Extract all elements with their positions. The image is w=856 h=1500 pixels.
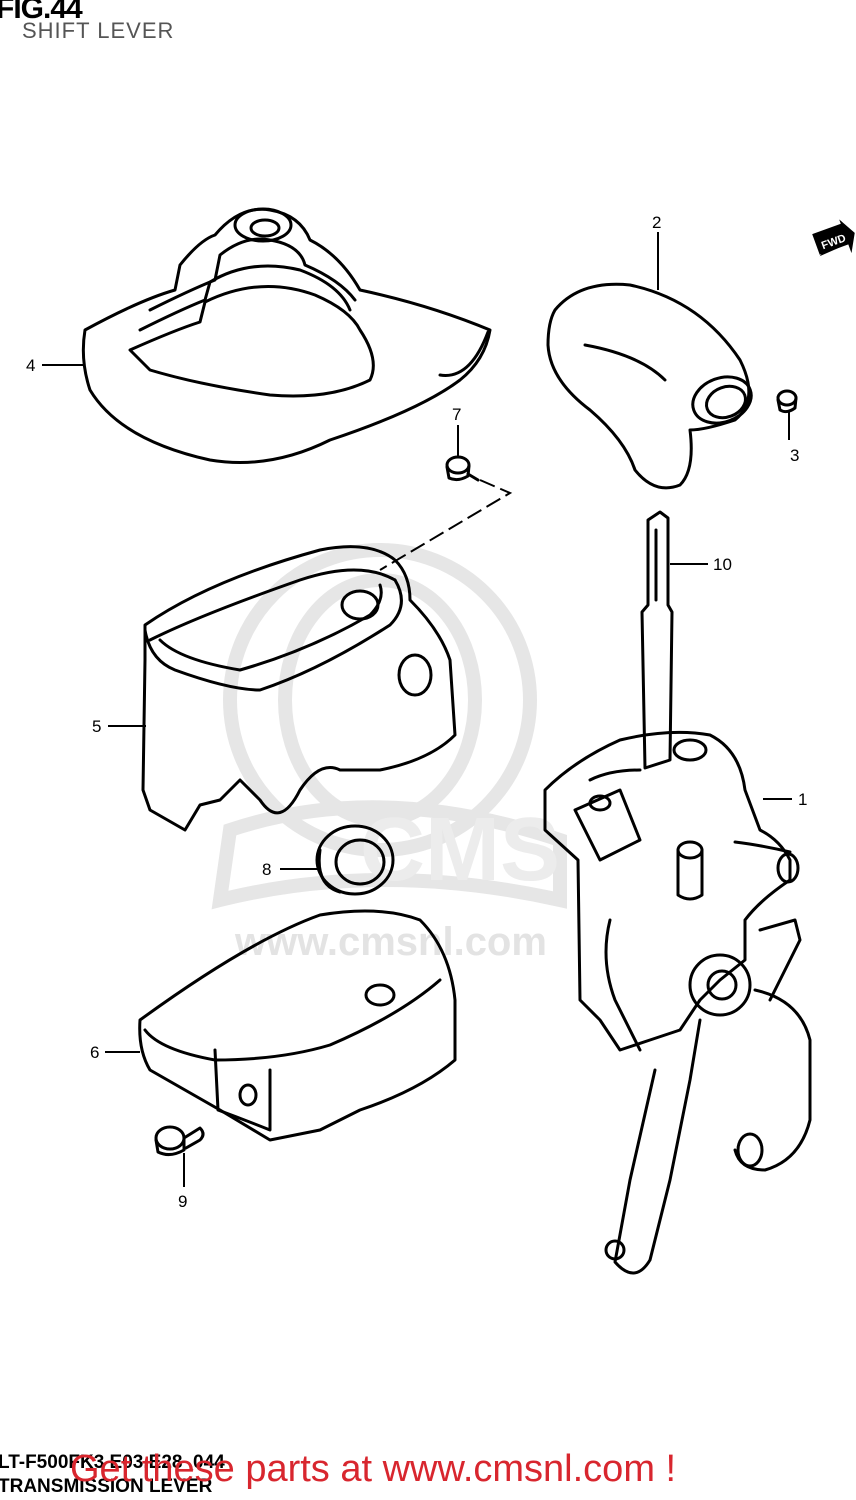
part-9-bolt[interactable] xyxy=(154,1125,205,1157)
part-5-upper-cover[interactable] xyxy=(141,545,457,832)
callout-1: 1 xyxy=(798,790,807,809)
part-2-knob[interactable] xyxy=(546,282,758,490)
assembly-name: TRANSMISSION LEVER xyxy=(0,1476,213,1497)
callouts: 1 2 3 4 5 6 7 8 9 10 xyxy=(26,213,807,1211)
figure-number: FIG.44 xyxy=(0,0,83,25)
part-10-shaft[interactable] xyxy=(640,510,674,770)
part-3-screw[interactable] xyxy=(776,389,798,414)
model-code: LT-F500FK3 E03,E28_044 xyxy=(0,1452,225,1473)
part-7-screw[interactable] xyxy=(445,455,480,482)
part-1-lever-assembly[interactable] xyxy=(543,730,812,1275)
watermark-url: www.cmsnl.com xyxy=(234,920,547,964)
fwd-arrow-icon: FWD xyxy=(812,219,855,257)
part-8-grommet[interactable] xyxy=(315,824,395,896)
callout-2: 2 xyxy=(652,213,661,232)
callout-8: 8 xyxy=(262,860,271,879)
callout-4: 4 xyxy=(26,356,35,375)
part-4-boot[interactable] xyxy=(81,207,492,464)
watermark-logo-text: CMS xyxy=(360,800,560,900)
assembly-guide-line xyxy=(379,479,513,571)
callout-9: 9 xyxy=(178,1192,187,1211)
callout-5: 5 xyxy=(92,717,101,736)
promo-link[interactable]: Get these parts at www.cmsnl.com ! xyxy=(70,1448,677,1490)
callout-3: 3 xyxy=(790,446,799,465)
callout-6: 6 xyxy=(90,1043,99,1062)
part-6-lower-cover[interactable] xyxy=(138,909,457,1142)
figure-subtitle: SHIFT LEVER xyxy=(22,18,175,43)
callout-10: 10 xyxy=(713,555,732,574)
callout-7: 7 xyxy=(452,405,461,424)
